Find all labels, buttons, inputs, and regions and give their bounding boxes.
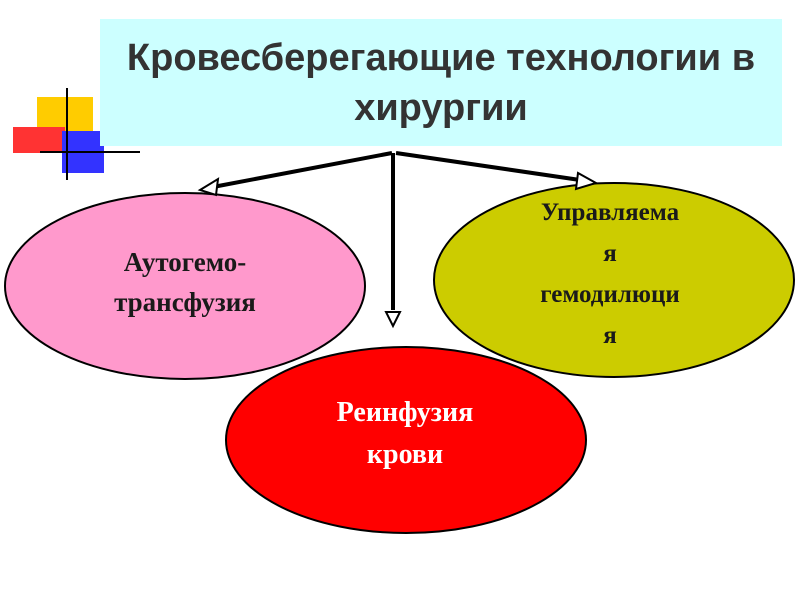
blood-reinfusion-label: Реинфузия крови bbox=[336, 397, 474, 470]
arrow-to-hemodilution bbox=[395, 151, 581, 182]
managed-hemodilution-label: Управляема я гемодилюци я bbox=[540, 199, 680, 349]
arrowhead-right-icon bbox=[574, 171, 599, 191]
node-blood-reinfusion bbox=[225, 346, 587, 534]
node-managed-hemodilution bbox=[433, 182, 795, 378]
autohemotransfusion-label: Аутогемо- трансфузия bbox=[114, 247, 256, 317]
connector-arrows bbox=[197, 151, 599, 329]
deco-red-square bbox=[13, 127, 65, 153]
arrowhead-down-icon bbox=[384, 311, 402, 329]
decorative-squares-icon bbox=[13, 88, 140, 180]
arrow-to-autohemotransfusion bbox=[212, 151, 393, 189]
title-background bbox=[100, 19, 782, 146]
node-autohemotransfusion bbox=[4, 192, 366, 380]
arrowhead-left-icon bbox=[197, 177, 220, 197]
page-title: Кровесберегающие технологии в хирургии bbox=[126, 36, 756, 129]
